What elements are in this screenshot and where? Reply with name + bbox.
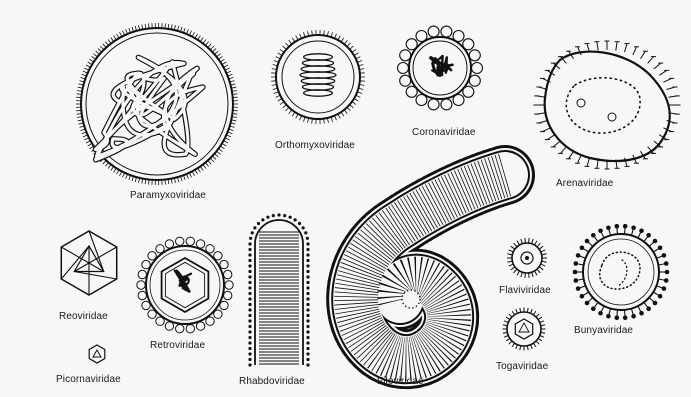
label-coronaviridae: Coronaviridae [412,127,476,138]
capsid-outline [89,345,105,363]
envelope [583,234,659,310]
outer-envelope [276,35,360,119]
ribonucleoprotein-coil [300,54,336,96]
inner-envelope [282,41,354,113]
curl-center [402,290,420,308]
label-retroviridae: Retroviridae [150,340,205,351]
label-flaviviridae: Flaviviridae [499,285,551,296]
envelope [545,52,670,161]
paramyxovirus-drawing [76,23,238,185]
togavirus-drawing [503,308,546,351]
arenavirus-drawing [534,41,681,169]
label-paramyxoviridae: Paramyxoviridae [130,190,206,201]
capsid-face [93,350,101,357]
retrovirus-drawing [137,237,233,333]
capsid-edges [61,231,116,295]
label-togaviridae: Togaviridae [496,361,548,372]
label-bunyaviridae: Bunyaviridae [574,325,633,336]
picornavirus-drawing [89,345,105,363]
surface-spikes [248,213,309,366]
helical-nucleocapsid [259,232,299,364]
filovirus-drawing [356,175,505,359]
label-filoviridae: Filoviridae [377,376,424,387]
label-orthomyxoviridae: Orthomyxoviridae [275,140,355,151]
label-arenaviridae: Arenaviridae [556,178,613,189]
reovirus-drawing [61,231,116,295]
envelope-spikes [271,30,365,124]
flavivirus-drawing [507,238,547,278]
genome [525,256,529,260]
label-reoviridae: Reoviridae [59,311,108,322]
rhabdovirus-drawing [248,213,309,366]
envelope [507,312,541,346]
bunyavirus-drawing [573,224,670,320]
orthomyxovirus-drawing [271,30,365,124]
label-picornaviridae: Picornaviridae [56,374,121,385]
coronavirus-drawing [398,26,483,110]
label-rhabdoviridae: Rhabdoviridae [239,376,305,387]
